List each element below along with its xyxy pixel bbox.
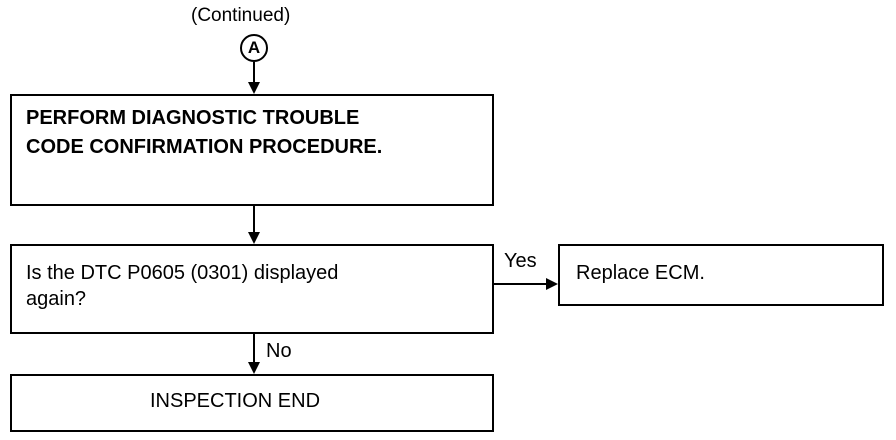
inspection-end-step [10, 374, 494, 432]
dtc-question-step [10, 244, 494, 334]
replace-ecm-step [558, 244, 884, 306]
inspection-end-text: INSPECTION END [150, 390, 321, 412]
no-connector-line [253, 334, 255, 364]
arrow-down-icon [248, 232, 260, 244]
replace-ecm-text: Replace ECM. [576, 262, 705, 284]
question-line-1: Is the DTC P0605 (0301) displayed [26, 262, 339, 284]
question-line-2: again? [26, 288, 87, 310]
connector-line-1-2 [253, 206, 255, 234]
connector-line-a [253, 62, 255, 84]
yes-label: Yes [504, 250, 537, 272]
perform-step-line-1: PERFORM DIAGNOSTIC TROUBLE [26, 107, 360, 129]
arrow-down-icon [248, 362, 260, 374]
no-label: No [266, 340, 292, 362]
perform-step-line-2: CODE CONFIRMATION PROCEDURE. [26, 136, 383, 158]
continued-label: (Continued) [191, 5, 291, 26]
arrow-right-icon [546, 278, 558, 290]
connector-a-circle: A [240, 34, 268, 62]
perform-dtc-confirmation-step [10, 94, 494, 206]
yes-connector-line [494, 283, 546, 285]
arrow-down-icon [248, 82, 260, 94]
